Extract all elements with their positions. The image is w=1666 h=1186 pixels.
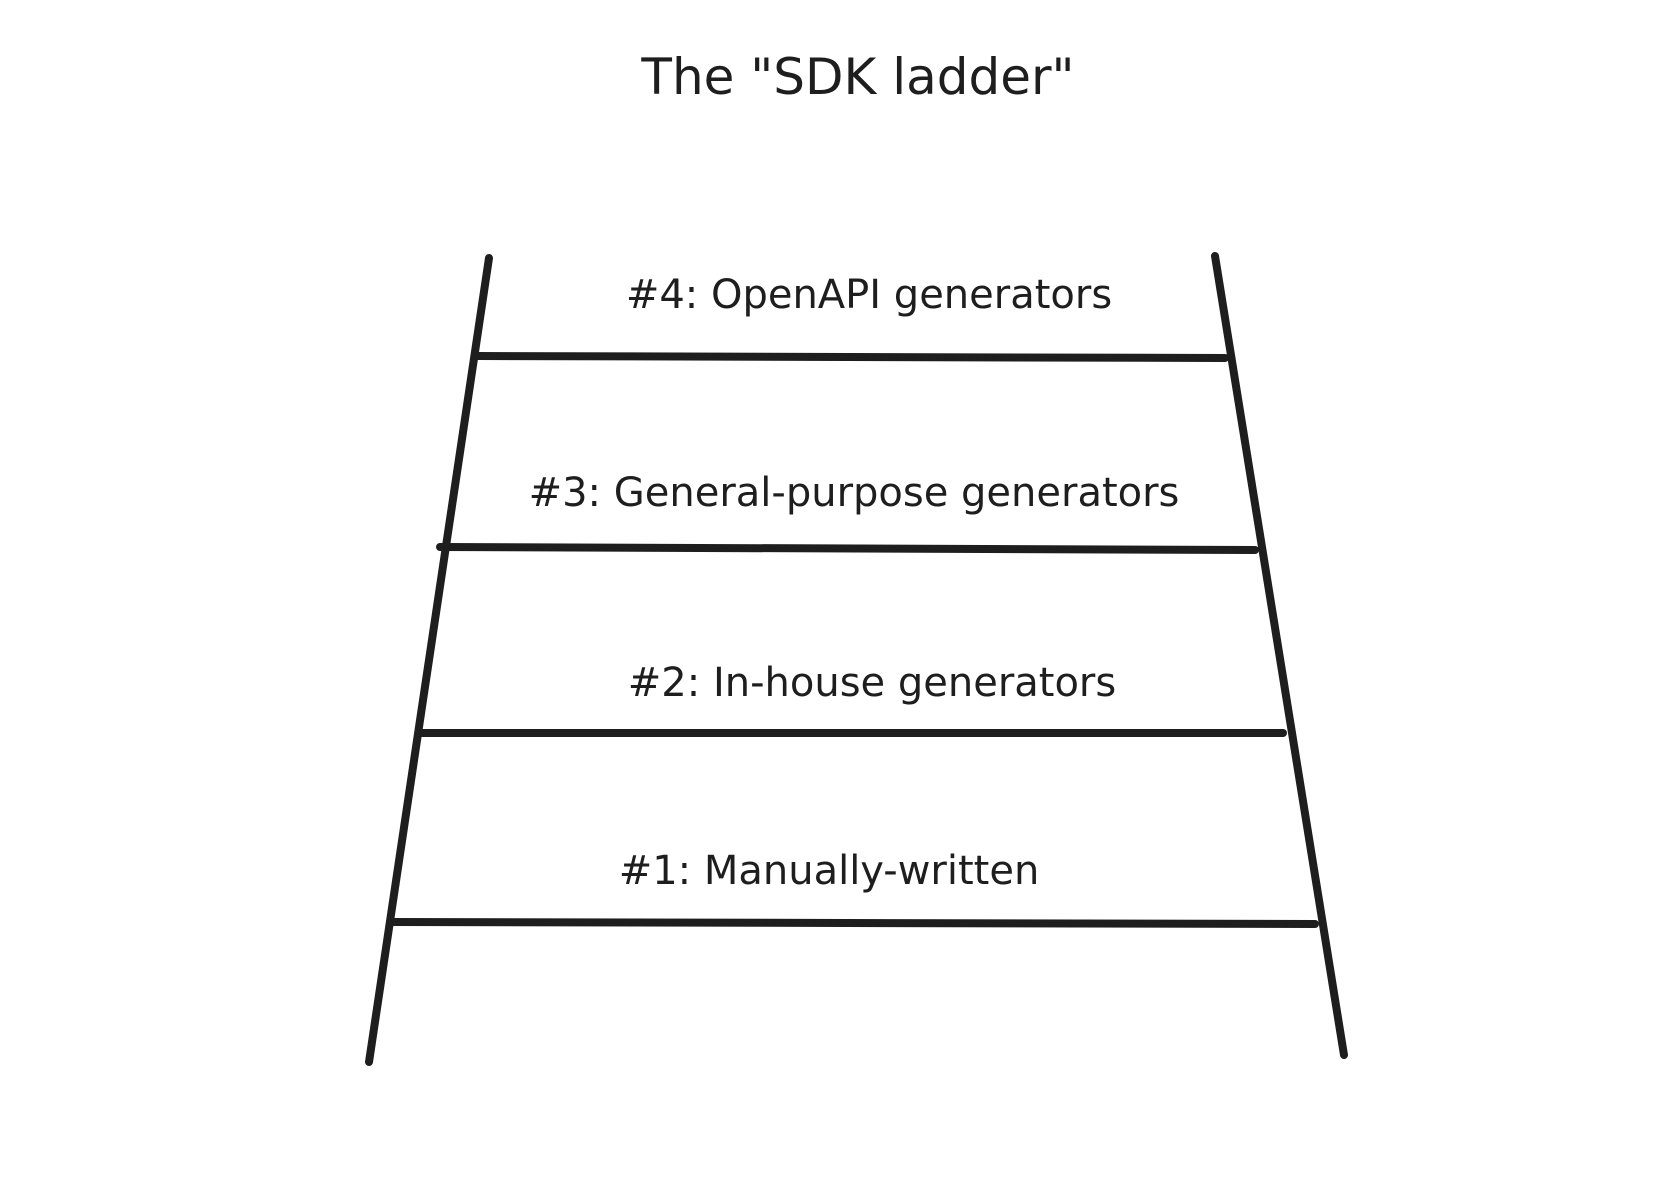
- ladder-right-rail: [1211, 252, 1348, 1059]
- ladder-rung-4: [474, 352, 1229, 362]
- diagram-title: The "SDK ladder": [640, 48, 1074, 106]
- rung-label-2: #2: In-house generators: [628, 660, 1116, 706]
- ladder-rung-3: [436, 543, 1259, 554]
- ladder-left-rail: [365, 254, 493, 1066]
- rung-label-1: #1: Manually-written: [619, 848, 1040, 894]
- ladder-rung-1: [388, 918, 1319, 928]
- rung-label-3: #3: General-purpose generators: [529, 470, 1180, 516]
- rung-label-4: #4: OpenAPI generators: [626, 272, 1112, 318]
